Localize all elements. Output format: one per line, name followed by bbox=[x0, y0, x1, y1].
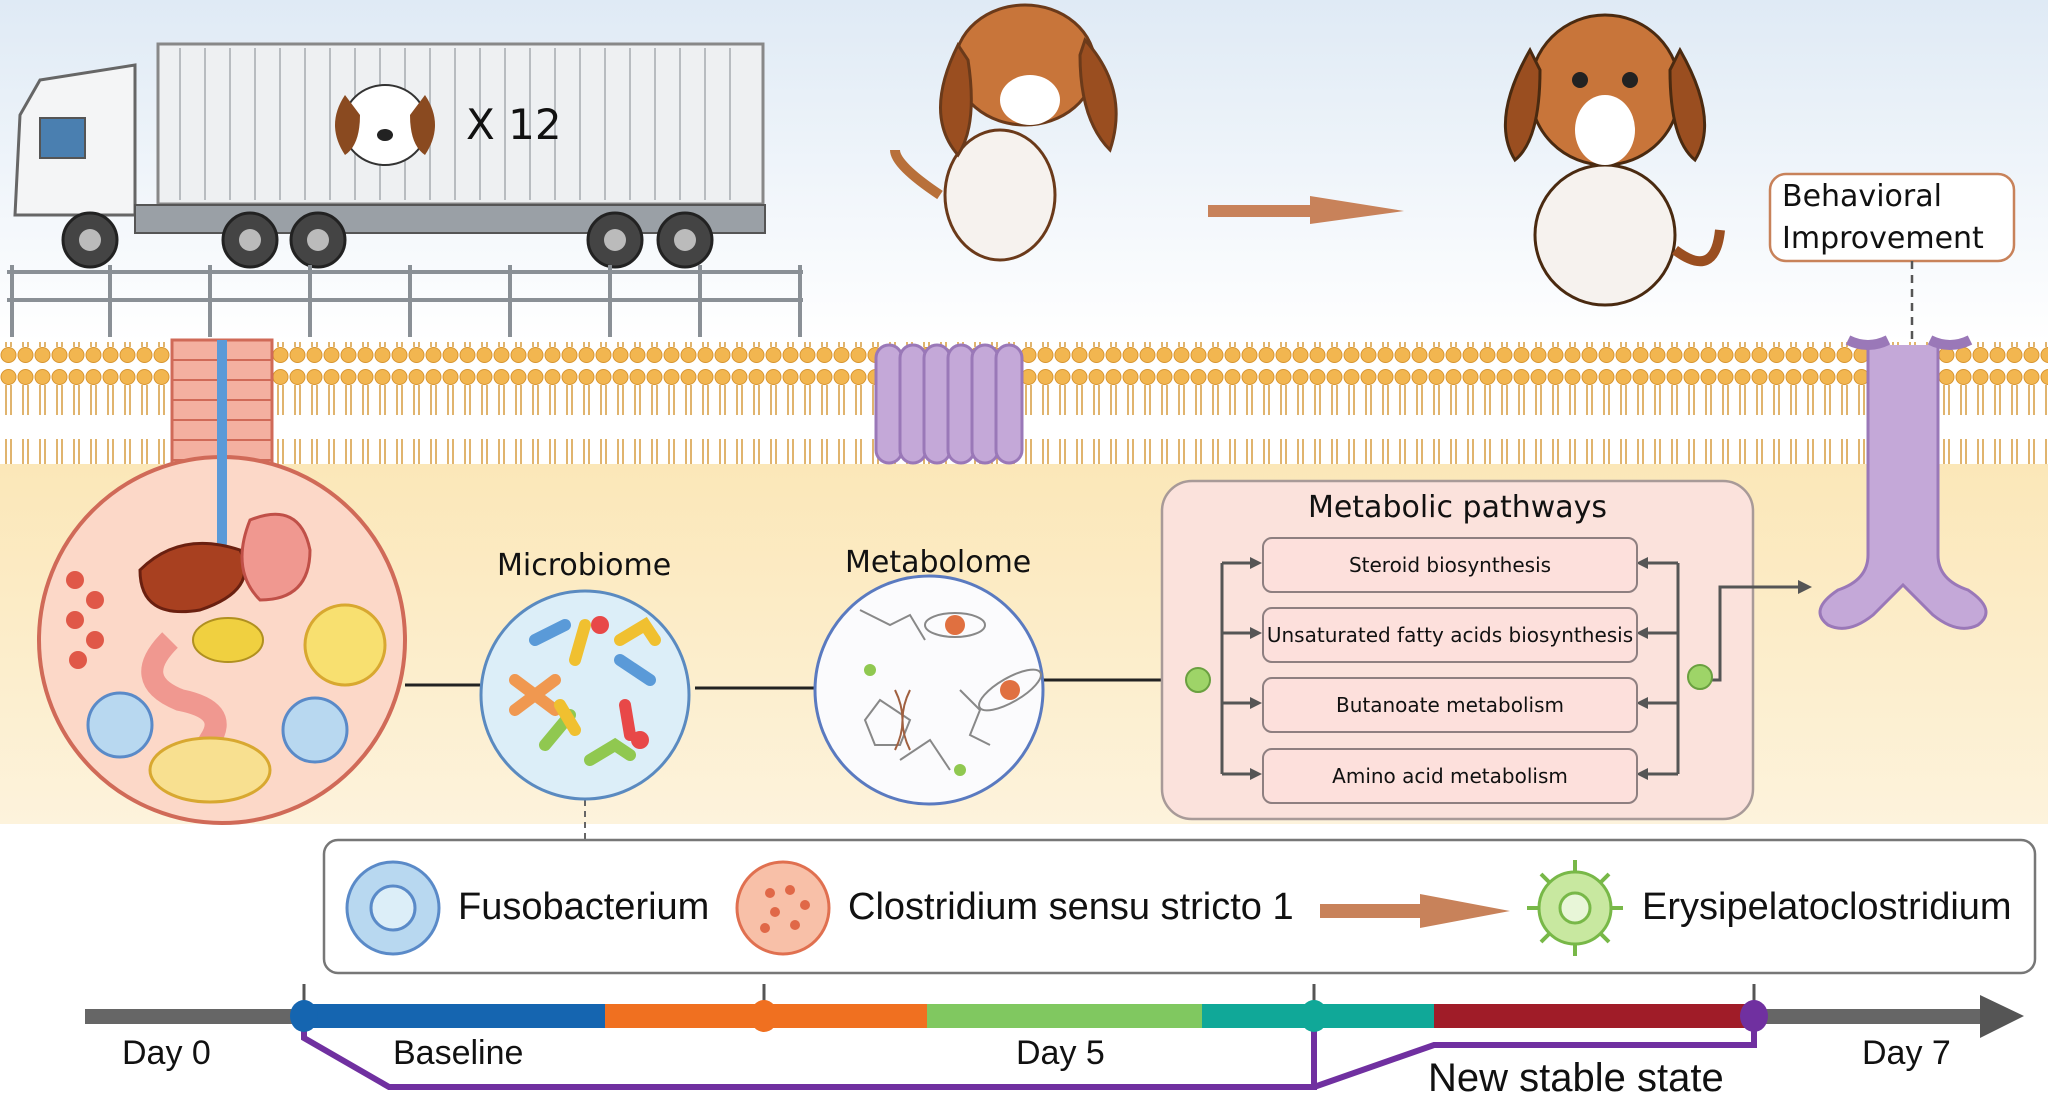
day0-label: Day 0 bbox=[122, 1034, 211, 1072]
pathway-unsaturated-fatty-acids: Unsaturated fatty acids biosynthesis bbox=[1262, 607, 1638, 663]
day5-label: Day 5 bbox=[1016, 1034, 1105, 1072]
microbiome-illustration bbox=[479, 589, 691, 801]
metabolome-label: Metabolome bbox=[845, 545, 1032, 580]
legend-transition-arrow bbox=[1320, 894, 1510, 928]
timeline bbox=[85, 984, 2024, 1090]
timeline-segment bbox=[1434, 1004, 1754, 1028]
new-stable-state-label: New stable state bbox=[1428, 1056, 1724, 1100]
dog-after-illustration bbox=[1503, 13, 1725, 307]
timepoint-marker-4 bbox=[1740, 1000, 1768, 1032]
behavioral-label-line1: Behavioral bbox=[1782, 179, 1942, 214]
timeline-segment bbox=[304, 1004, 605, 1028]
day7-label: Day 7 bbox=[1862, 1034, 1951, 1072]
timepoint-marker-3 bbox=[1300, 1000, 1328, 1032]
fusobacterium-icon bbox=[345, 860, 441, 956]
node-dot-left bbox=[1185, 667, 1211, 693]
timepoint-marker-2 bbox=[750, 1000, 778, 1032]
behavioral-improvement-label: Behavioral Improvement bbox=[1782, 176, 1984, 260]
membrane-channel-icon bbox=[874, 343, 1024, 465]
behavioral-improvement-box bbox=[1768, 172, 2016, 263]
clostridium-icon bbox=[735, 860, 831, 956]
pathway-amino-acid-metabolism: Amino acid metabolism bbox=[1262, 748, 1638, 804]
gut-cross-section-illustration bbox=[37, 338, 407, 825]
puppy-icon-truck bbox=[335, 84, 435, 166]
baseline-label: Baseline bbox=[393, 1034, 524, 1072]
pathway-steroid-biosynthesis: Steroid biosynthesis bbox=[1262, 537, 1638, 593]
transition-arrow bbox=[1208, 196, 1404, 224]
erysipelatoclostridium-label: Erysipelatoclostridium bbox=[1642, 886, 2012, 928]
fusobacterium-label: Fusobacterium bbox=[458, 886, 710, 928]
timepoint-marker-day0 bbox=[290, 1000, 318, 1032]
receptor-icon bbox=[1818, 345, 1988, 630]
node-dot-right bbox=[1687, 664, 1713, 690]
microbiome-label: Microbiome bbox=[497, 548, 672, 583]
clostridium-label: Clostridium sensu stricto 1 bbox=[848, 886, 1294, 928]
metabolome-illustration bbox=[813, 574, 1045, 806]
metabolic-pathways-title: Metabolic pathways bbox=[1307, 490, 1608, 525]
timeline-segment bbox=[927, 1004, 1202, 1028]
cell-membrane bbox=[0, 342, 2048, 464]
dog-count-label: X 12 bbox=[466, 100, 562, 149]
erysipelatoclostridium-icon bbox=[1527, 860, 1623, 956]
dog-before-illustration bbox=[890, 3, 1118, 262]
truck-illustration bbox=[7, 42, 803, 337]
behavioral-label-line2: Improvement bbox=[1782, 221, 1984, 256]
pathway-butanoate-metabolism: Butanoate metabolism bbox=[1262, 677, 1638, 733]
